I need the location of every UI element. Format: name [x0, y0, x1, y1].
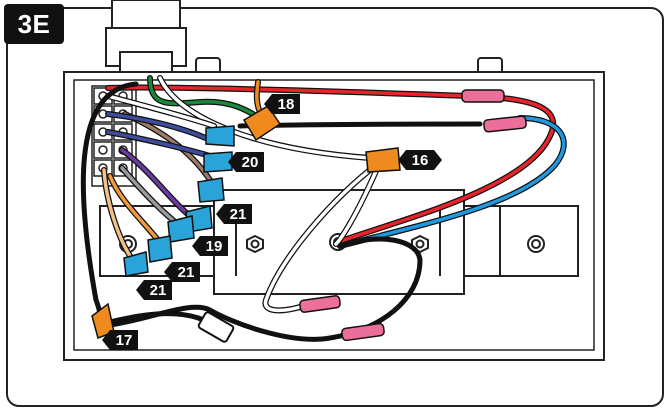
step-badge: 3E	[4, 4, 64, 44]
wire-nuts	[91, 104, 401, 339]
svg-text:20: 20	[242, 154, 259, 171]
svg-text:21: 21	[150, 282, 167, 299]
callout-markers: 18 16 20 21 19	[102, 94, 442, 350]
callout-21-upper: 21	[216, 204, 252, 224]
callout-21-lower: 21	[136, 280, 172, 300]
enclosure-inner	[73, 79, 595, 351]
svg-text:17: 17	[116, 332, 133, 349]
svg-text:18: 18	[278, 96, 295, 113]
svg-text:16: 16	[412, 152, 429, 169]
svg-text:19: 19	[206, 238, 223, 255]
callout-17: 17	[102, 330, 138, 350]
wire-nut-18	[242, 104, 282, 142]
wire-nut-16	[365, 147, 401, 173]
black-wire-bottom	[101, 236, 423, 342]
callout-21-middle: 21	[164, 262, 200, 282]
callout-20: 20	[228, 152, 264, 172]
svg-text:21: 21	[230, 206, 247, 223]
callout-18: 18	[264, 94, 300, 114]
splices	[299, 89, 527, 342]
conduit-pipe	[105, 0, 503, 75]
callout-19: 19	[192, 236, 228, 256]
callout-16: 16	[398, 150, 442, 170]
svg-text:21: 21	[178, 264, 195, 281]
plug-connector	[197, 311, 235, 343]
